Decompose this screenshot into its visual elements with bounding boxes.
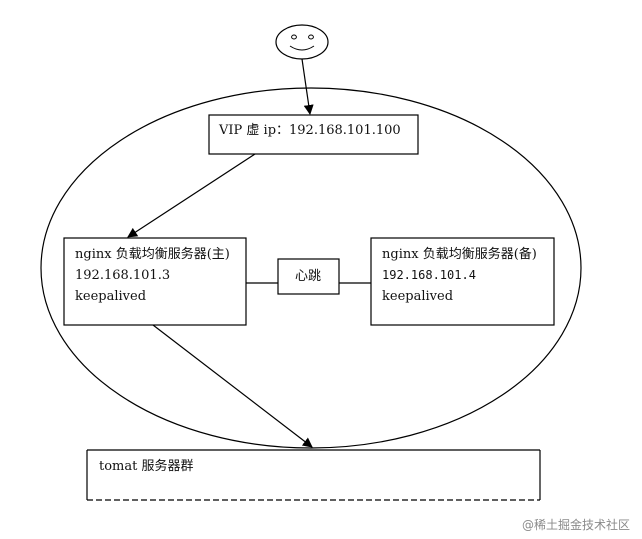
nginx-main-box (63, 237, 247, 326)
nginx-main-software: keepalived (75, 289, 146, 304)
heartbeat-label: 心跳 (295, 269, 321, 284)
nginx-main-title: nginx 负载均衡服务器(主) (75, 246, 230, 262)
heartbeat-box (277, 258, 340, 295)
nginx-backup-title: nginx 负载均衡服务器(备) (382, 246, 537, 262)
arrow-vip-to-main (127, 153, 256, 238)
tomcat-label: tomat 服务器群 (99, 458, 194, 474)
smiley-face-icon (275, 24, 329, 60)
nginx-backup-box (370, 237, 555, 326)
cluster-ellipse (40, 87, 582, 449)
vip-box (208, 114, 419, 155)
vip-label: VIP 虚 ip：192.168.101.100 (218, 123, 401, 138)
arrow-user-to-vip (301, 58, 314, 115)
watermark: @稀土掘金技术社区 (522, 517, 630, 532)
arrow-main-to-tomcat (152, 324, 313, 448)
nginx-backup-software: keepalived (382, 289, 453, 304)
nginx-backup-ip: 192.168.101.4 (382, 268, 476, 282)
tomcat-box (86, 449, 541, 501)
nginx-main-ip: 192.168.101.3 (75, 268, 170, 283)
